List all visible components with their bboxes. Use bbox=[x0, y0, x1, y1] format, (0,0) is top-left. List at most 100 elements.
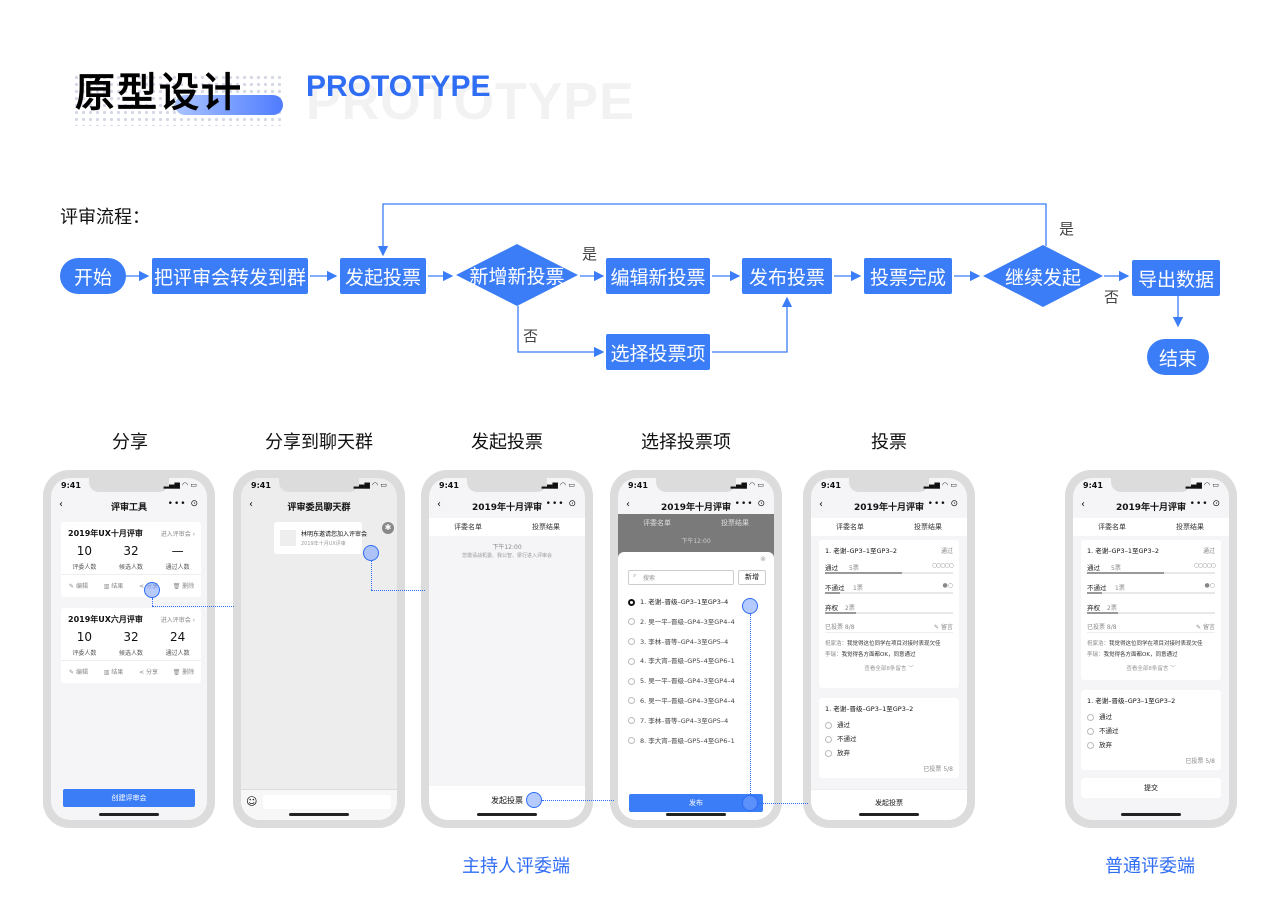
back-icon[interactable]: ‹ bbox=[1081, 499, 1085, 510]
vote-item[interactable]: 5. 吴一平–晋级–GP4–3至GP4–4 bbox=[628, 675, 770, 695]
arrow-select-publish bbox=[712, 296, 793, 353]
action-delete[interactable]: 🗑 删除 bbox=[172, 583, 195, 590]
nav-title: 2019年十月评审 bbox=[853, 503, 925, 513]
initiate-vote-button[interactable]: 发起投票 bbox=[875, 799, 903, 807]
section-share: 分享 bbox=[112, 432, 148, 453]
vote-item-card: 1. 老谢–晋级–GP3–1至GP3–2 通过 不通过 放弃 已投票 5/8 bbox=[1081, 690, 1221, 770]
chat-input[interactable] bbox=[263, 795, 391, 809]
node-export-data: 导出数据 bbox=[1132, 260, 1220, 296]
capsule-menu-icon[interactable]: ••• ⊙ bbox=[167, 499, 199, 509]
tab-vote-result[interactable]: 投票结果 bbox=[532, 523, 560, 531]
phone-notch bbox=[656, 478, 736, 492]
back-icon[interactable]: ‹ bbox=[626, 499, 630, 510]
voter-avatars: ○○○○○ bbox=[931, 562, 954, 569]
option-bar-track bbox=[1087, 592, 1215, 594]
initiate-vote-button[interactable]: 发起投票 bbox=[491, 796, 523, 805]
capsule-menu-icon[interactable]: ••• ⊙ bbox=[734, 499, 766, 509]
stat-label: 评委人数 bbox=[72, 564, 97, 571]
voted-count: 已投票 8/8 bbox=[825, 624, 855, 631]
home-indicator bbox=[666, 813, 726, 816]
stat-label: 候选人数 bbox=[119, 564, 144, 571]
action-edit[interactable]: ✎ 编辑 bbox=[69, 583, 88, 590]
invite-hint: 您邀请战机委、我公智、梁行进入评审会 bbox=[461, 553, 552, 559]
emoji-icon[interactable]: ☺ bbox=[246, 795, 258, 808]
divider bbox=[61, 660, 201, 661]
home-indicator bbox=[477, 813, 537, 816]
action-share[interactable]: ⋖ 分享 bbox=[139, 669, 158, 676]
enter-review-link[interactable]: 进入评审会 › bbox=[160, 531, 195, 538]
action-result[interactable]: ▥ 结果 bbox=[103, 583, 124, 590]
voted-count: 已投票 5/8 bbox=[923, 766, 953, 773]
vote-option[interactable]: 通过 bbox=[1087, 711, 1112, 721]
add-item-button[interactable]: 新增 bbox=[738, 570, 766, 585]
create-review-button[interactable]: 创建评审会 bbox=[63, 789, 195, 807]
tab-judge-list[interactable]: 评委名单 bbox=[836, 523, 864, 531]
action-delete[interactable]: 🗑 删除 bbox=[172, 669, 195, 676]
vote-option[interactable]: 放弃 bbox=[1087, 739, 1112, 749]
vote-option-label: 不通过 bbox=[837, 735, 857, 743]
capsule-menu-icon[interactable]: ••• ⊙ bbox=[1189, 499, 1221, 509]
phone-notch bbox=[849, 478, 929, 492]
back-icon[interactable]: ‹ bbox=[819, 499, 823, 510]
vote-option-label: 放弃 bbox=[837, 749, 850, 757]
phone-chat-screen: 9:41 ▂▄▆ ◠ ▭ ‹ 评审委员聊天群 林明东邀请您加入评审会 2019年… bbox=[241, 478, 397, 820]
tab-vote-result[interactable]: 投票结果 bbox=[914, 523, 942, 531]
phone-share-screen: 9:41 ▂▄▆ ◠ ▭ ‹ 评审工具 ••• ⊙ 2019年UX十月评审 进入… bbox=[51, 478, 207, 820]
status-time: 9:41 bbox=[1083, 481, 1103, 490]
enter-review-link[interactable]: 进入评审会 › bbox=[160, 617, 195, 624]
comment-author: 祝家浩： bbox=[1087, 641, 1110, 647]
chat-message-card[interactable]: 林明东邀请您加入评审会 2019年十月UX评审 bbox=[274, 522, 367, 554]
capsule-menu-icon[interactable]: ••• ⊙ bbox=[545, 499, 577, 509]
status-time: 9:41 bbox=[439, 481, 459, 490]
phone-notch bbox=[467, 478, 547, 492]
back-icon[interactable]: ‹ bbox=[249, 499, 253, 510]
back-icon[interactable]: ‹ bbox=[59, 499, 63, 510]
vote-option[interactable]: 不通过 bbox=[1087, 725, 1119, 735]
view-all-comments-link[interactable]: 查看全部8条留言 ﹀ bbox=[1126, 666, 1176, 672]
vote-option[interactable]: 放弃 bbox=[825, 747, 850, 757]
close-icon[interactable]: ⊗ bbox=[760, 555, 766, 563]
vote-item[interactable]: 6. 吴一平–晋级–GP4–3至GP4–4 bbox=[628, 695, 770, 715]
vote-item[interactable]: 8. 李大宵–晋级–GP5–4至GP6–1 bbox=[628, 735, 770, 755]
option-bar-fill bbox=[1087, 612, 1118, 614]
status-icons: ▂▄▆ ◠ ▭ bbox=[730, 481, 764, 489]
option-bar-track bbox=[825, 592, 953, 594]
phone-notch bbox=[279, 478, 359, 492]
phone-vote-normal-screen: 9:41 ▂▄▆ ◠ ▭ ‹ 2019年十月评审 ••• ⊙ 评委名单 投票结果… bbox=[1073, 478, 1229, 820]
status-time: 9:41 bbox=[821, 481, 841, 490]
vote-option[interactable]: 不通过 bbox=[825, 733, 857, 743]
publish-button[interactable]: 发布 bbox=[629, 794, 763, 812]
capsule-menu-icon[interactable]: ••• ⊙ bbox=[927, 499, 959, 509]
vote-item-label: 1. 老谢–晋级–GP3–1至GP3–4 bbox=[640, 598, 729, 606]
vote-option[interactable]: 通过 bbox=[825, 719, 850, 729]
review-card-june[interactable]: 2019年UX六月评审 进入评审会 › 10 32 24 评委人数 候选人数 通… bbox=[61, 608, 201, 683]
option-count: 2票 bbox=[845, 605, 855, 612]
action-label: 结果 bbox=[111, 583, 124, 590]
search-input[interactable]: ⌕ 搜索 bbox=[628, 570, 734, 585]
back-icon[interactable]: ‹ bbox=[437, 499, 441, 510]
vote-item[interactable]: 1. 老谢–晋级–GP3–1至GP3–4 bbox=[628, 596, 770, 616]
dotted-connector bbox=[371, 590, 425, 591]
comment-button[interactable]: ✎ 留言 bbox=[1196, 624, 1215, 631]
submit-button[interactable]: 提交 bbox=[1081, 778, 1221, 798]
view-all-comments-link[interactable]: 查看全部8条留言 ﹀ bbox=[864, 666, 914, 672]
review-card-october[interactable]: 2019年UX十月评审 进入评审会 › 10 32 — 评委人数 候选人数 通过… bbox=[61, 522, 201, 597]
tap-highlight-initiate bbox=[526, 792, 542, 808]
tab-judge-list[interactable]: 评委名单 bbox=[1098, 523, 1126, 531]
tab-vote-result[interactable]: 投票结果 bbox=[1176, 523, 1204, 531]
dotted-connector bbox=[371, 561, 372, 590]
vote-item[interactable]: 2. 吴一平–晋级–GP4–3至GP4–4 bbox=[628, 616, 770, 636]
vote-option-label: 不通过 bbox=[1099, 727, 1119, 735]
tab-judge-list[interactable]: 评委名单 bbox=[454, 523, 482, 531]
action-edit[interactable]: ✎ 编辑 bbox=[69, 669, 88, 676]
vote-item[interactable]: 4. 李大宵–晋级–GP5–4至GP6–1 bbox=[628, 655, 770, 675]
node-edit-vote: 编辑新投票 bbox=[606, 258, 710, 294]
comment-button[interactable]: ✎ 留言 bbox=[934, 624, 953, 631]
vote-result-card: 1. 老谢–GP3–1至GP3–2 通过 通过 5票 ○○○○○ 不通过 1票 … bbox=[1081, 540, 1221, 680]
vote-item[interactable]: 3. 李林–晋等–GP4–3至GP5–4 bbox=[628, 636, 770, 656]
option-count: 2票 bbox=[1107, 605, 1117, 612]
vote-item[interactable]: 7. 李林–晋等–GP4–3至GP5–4 bbox=[628, 715, 770, 735]
phone-notch bbox=[89, 478, 169, 492]
tab-bar: 评委名单 投票结果 bbox=[1073, 518, 1229, 536]
action-result[interactable]: ▥ 结果 bbox=[103, 669, 124, 676]
